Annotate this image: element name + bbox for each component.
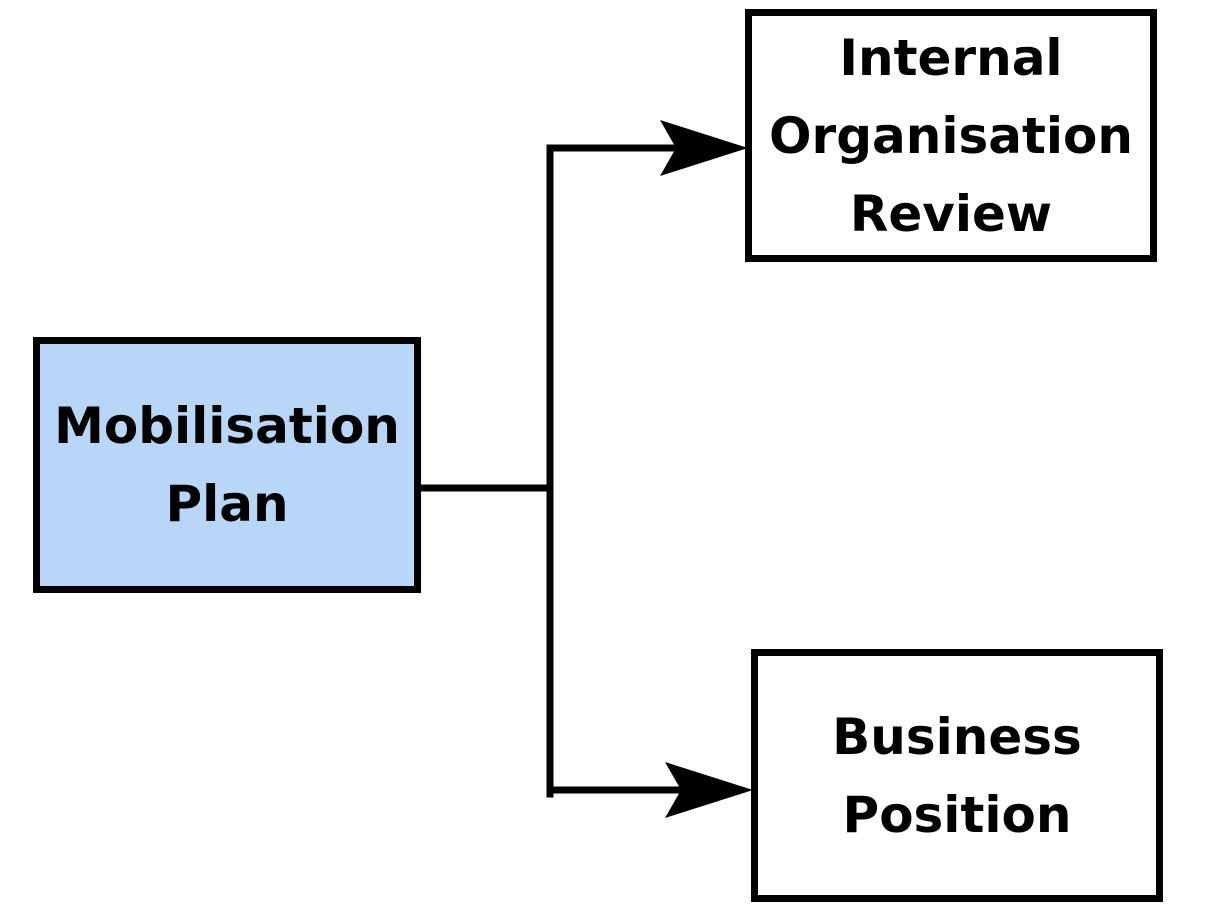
internal-organisation-review-label-line-1: Internal	[839, 28, 1063, 87]
business-position-box: Business Position	[751, 649, 1163, 902]
arrowhead-bottom-icon	[665, 762, 753, 818]
arrowhead-top-icon	[660, 120, 748, 176]
mobilisation-plan-box: Mobilisation Plan	[33, 337, 421, 593]
internal-organisation-review-box: Internal Organisation Review	[745, 9, 1157, 262]
mobilisation-plan-label-line-2: Plan	[165, 475, 289, 533]
internal-organisation-review-label-line-2: Organisation	[769, 106, 1133, 165]
internal-organisation-review-label-line-3: Review	[849, 184, 1053, 243]
business-position-label-line-2: Position	[842, 785, 1072, 844]
mobilisation-plan-label-line-1: Mobilisation	[54, 397, 400, 455]
business-position-label-line-1: Business	[832, 707, 1082, 766]
